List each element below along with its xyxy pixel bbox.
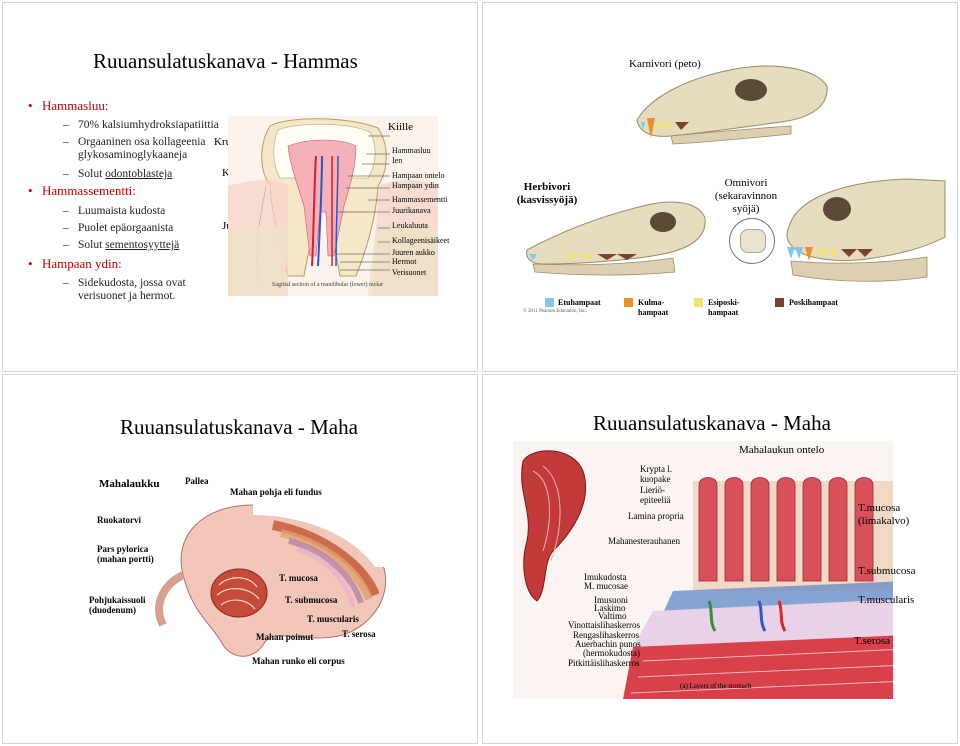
legend-swatch-esiposkihampaat: [694, 298, 703, 307]
herbivore-skull-image: [526, 201, 706, 276]
slide-skulls: Karnivori (peto) Herbivori (kasvissyöjä)…: [483, 3, 957, 371]
tooth-illustration: [228, 116, 438, 296]
molar-inset: [729, 218, 775, 264]
figure-label: Juurikanava: [392, 206, 431, 215]
label-vinottaislihaskerros: Vinottaislihaskerros: [568, 620, 640, 630]
label-pallea: Pallea: [185, 476, 209, 486]
sub-bullet: 70% kalsiumhydroksiapatiittia: [63, 118, 219, 132]
sub-bullet: Solut odontoblasteja: [63, 167, 173, 181]
label-lierio: Lieriö-: [640, 485, 665, 495]
label-herbivori: Herbivori: [523, 181, 571, 193]
legend-etuhampaat: Etuhampaat: [558, 298, 601, 307]
label-t-submucosa: T.submucosa: [858, 565, 916, 577]
figure-label: Hampaan ydin: [392, 181, 439, 190]
label-kiille: Kiille: [388, 121, 414, 133]
label-krypta: Krypta l.: [640, 464, 672, 474]
label-lamina-propria: Lamina propria: [628, 511, 684, 521]
sub-bullet: Solut sementosyyttejä: [63, 238, 180, 252]
legend-swatch-poskihampaat: [775, 298, 784, 307]
label-mahan-portti: (mahan portti): [97, 554, 154, 564]
slide-stomach: Ruuansulatuskanava - Maha Mahalaukku Pal…: [3, 375, 477, 743]
label-pohjukaissuoli: Pohjukaissuoli: [89, 595, 146, 605]
figure-label: Juuren aukko: [392, 248, 435, 257]
legend-kulmahampaat: Kulma-: [638, 298, 665, 307]
figure-caption: (a) Layers of the stomach: [680, 682, 752, 690]
label-kuopake: kuopake: [640, 474, 671, 484]
slide-title: Ruuansulatuskanava - Maha: [120, 415, 358, 439]
legend-esiposkihampaat-2: hampaat: [708, 308, 739, 317]
omnivore-skull-image: [786, 178, 946, 282]
label-t-muscularis: T. muscularis: [307, 614, 359, 624]
figure-label: Hermot: [392, 257, 417, 266]
label-m-mucosae: M. mucosae: [584, 581, 628, 591]
slide-stomach-layers: Ruuansulatuskanava - Maha: [483, 375, 957, 743]
label-valtimo: Valtimo: [598, 611, 627, 621]
slide-title: Ruuansulatuskanava - Hammas: [93, 49, 358, 73]
label-mahalaukun-ontelo: Mahalaukun ontelo: [739, 444, 825, 456]
figure-label: Hampaan ontelo: [392, 171, 445, 180]
tooth-figure: [228, 116, 438, 296]
label-t-mucosa: T.mucosa: [858, 502, 901, 514]
label-corpus: Mahan runko eli corpus: [252, 656, 345, 666]
figure-label: Hammassementti: [392, 195, 448, 204]
label-t-muscularis: T.muscularis: [858, 594, 915, 606]
molar-tooth-shape: [740, 229, 766, 253]
label-imukudosta: Imukudosta: [584, 572, 627, 582]
text: Solut: [78, 239, 106, 251]
label-epiteelia: epiteeliä: [640, 495, 671, 505]
slide-tooth: Ruuansulatuskanava - Hammas Hammasluu: 7…: [3, 3, 477, 371]
label-hermokudosta: (hermokudosta): [583, 648, 640, 658]
label-t-submucosa: T. submucosa: [285, 595, 338, 605]
stomach-illustration: [155, 475, 393, 657]
label-fundus: Mahan pohja eli fundus: [230, 487, 322, 497]
label-auerbachin-punos: Auerbachin punos: [575, 639, 641, 649]
sub-bullet: Orgaaninen osa kollageenia: [63, 135, 205, 149]
label-ruokatorvi: Ruokatorvi: [97, 515, 142, 525]
label-mahanesterauhanen: Mahanesterauhanen: [608, 536, 680, 546]
figure-caption: Sagittal section of a mandibular (lower)…: [272, 282, 383, 288]
legend-swatch-kulmahampaat: [624, 298, 633, 307]
label-limakalvo: (limakalvo): [858, 515, 910, 527]
label-mahalaukku: Mahalaukku: [99, 478, 160, 490]
label-imusuoni: Imusuoni: [594, 595, 629, 605]
link-text: odontoblasteja: [105, 168, 173, 180]
figure-label: Verisuonet: [392, 268, 427, 277]
label-laskimo: Laskimo: [594, 603, 626, 613]
figure-label: Hammasluu: [392, 146, 431, 155]
label-omnivori-sub: (sekaravinnon: [714, 190, 778, 202]
figure-label: Leukaluuta: [392, 221, 428, 230]
bullet-hammassementti: Hammassementti:: [28, 183, 136, 199]
figure-label: Ien: [392, 156, 403, 165]
stomach-wall-layers-illustration: [513, 441, 907, 699]
figure-label: Kollageenisäikeet: [392, 236, 450, 245]
label-rengaslihaskerros: Rengaslihaskerros: [573, 630, 639, 640]
link-text: sementosyyttejä: [105, 239, 180, 251]
carnivore-skull-image: [636, 65, 828, 145]
sub-bullet: Puolet epäorgaanista: [63, 221, 173, 235]
sub-bullet: Luumaista kudosta: [63, 204, 165, 218]
bullet-hammasluu: Hammasluu:: [28, 98, 109, 114]
slide-title: Ruuansulatuskanava - Maha: [593, 411, 831, 435]
legend-swatch-etuhampaat: [545, 298, 554, 307]
label-pars-pylorica: Pars pylorica: [97, 544, 149, 554]
copyright: © 2011 Pearson Education, Inc.: [523, 309, 587, 314]
bullet-hampaan-ydin: Hampaan ydin:: [28, 256, 122, 272]
legend-esiposkihampaat: Esiposki-: [708, 298, 740, 307]
label-omnivori-sub2: syöjä): [732, 203, 760, 215]
legend-poskihampaat: Poskihampaat: [789, 298, 838, 307]
label-t-mucosa: T. mucosa: [279, 573, 318, 583]
label-herbivori-sub: (kasvissyöjä): [516, 194, 578, 206]
label-mahan-poimut: Mahan poimut: [256, 632, 314, 642]
sub-bullet: Sidekudosta, jossa ovat: [63, 276, 186, 290]
label-omnivori: Omnivori: [724, 177, 768, 189]
label-t-serosa: T.serosa: [854, 635, 891, 647]
text: Solut: [78, 168, 106, 180]
sub-bullet-continued: glykosaminoglykaaneja: [78, 149, 188, 161]
sub-bullet-continued: verisuonet ja hermot.: [78, 290, 176, 302]
label-t-serosa: T. serosa: [342, 629, 376, 639]
label-karnivori: Karnivori (peto): [629, 58, 701, 70]
legend-kulmahampaat-2: hampaat: [638, 308, 669, 317]
label-pitkittaislihaskerros: Pitkittäislihaskerros: [568, 658, 640, 668]
label-duodenum: (duodenum): [89, 605, 137, 615]
